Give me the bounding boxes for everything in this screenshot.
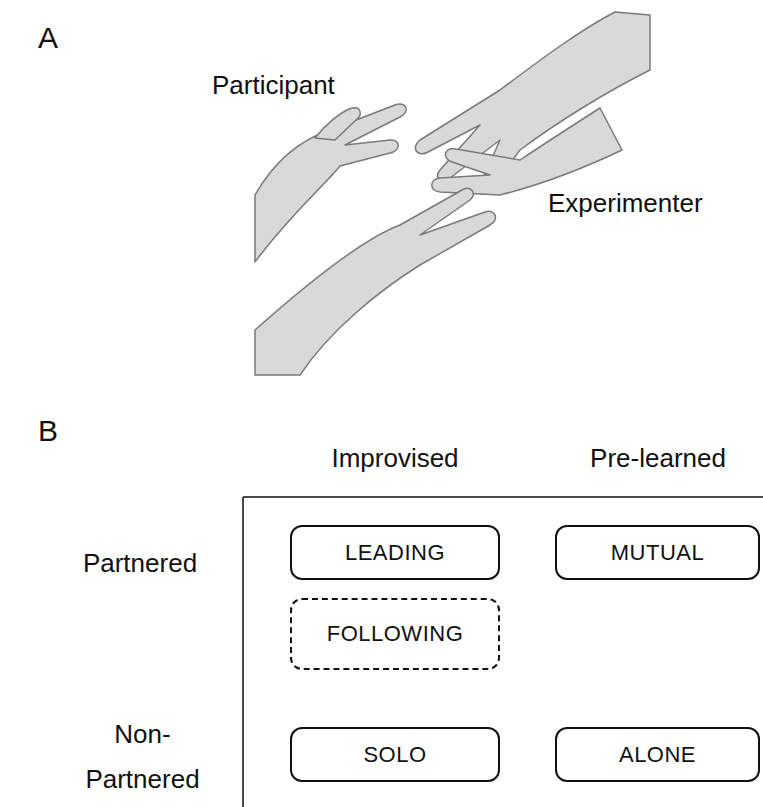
panel-letter: A — [38, 20, 78, 56]
column-header: Pre-learned — [558, 443, 758, 474]
participant-hand — [255, 188, 495, 375]
experimenter-hand — [415, 12, 650, 194]
condition-box-dashed: FOLLOWING — [290, 598, 500, 670]
role-label: Experimenter — [548, 188, 753, 219]
condition-box: LEADING — [290, 525, 500, 580]
condition-name: LEADING — [345, 540, 445, 566]
condition-box: ALONE — [555, 727, 760, 782]
participant-thumb — [315, 108, 360, 140]
condition-box: MUTUAL — [555, 525, 760, 580]
row-header: Non- Partnered — [80, 712, 205, 802]
condition-name: SOLO — [363, 742, 426, 768]
panel-letter: B — [38, 413, 78, 449]
experimenter-hand — [432, 108, 622, 195]
column-header: Improvised — [295, 443, 495, 474]
condition-name: FOLLOWING — [327, 621, 464, 647]
condition-name: MUTUAL — [611, 540, 704, 566]
role-label: Participant — [212, 70, 382, 101]
axis-line — [242, 497, 244, 807]
condition-name: ALONE — [619, 742, 696, 768]
axis-line — [243, 496, 763, 498]
row-header: Partnered — [40, 548, 240, 579]
condition-box: SOLO — [290, 727, 500, 782]
